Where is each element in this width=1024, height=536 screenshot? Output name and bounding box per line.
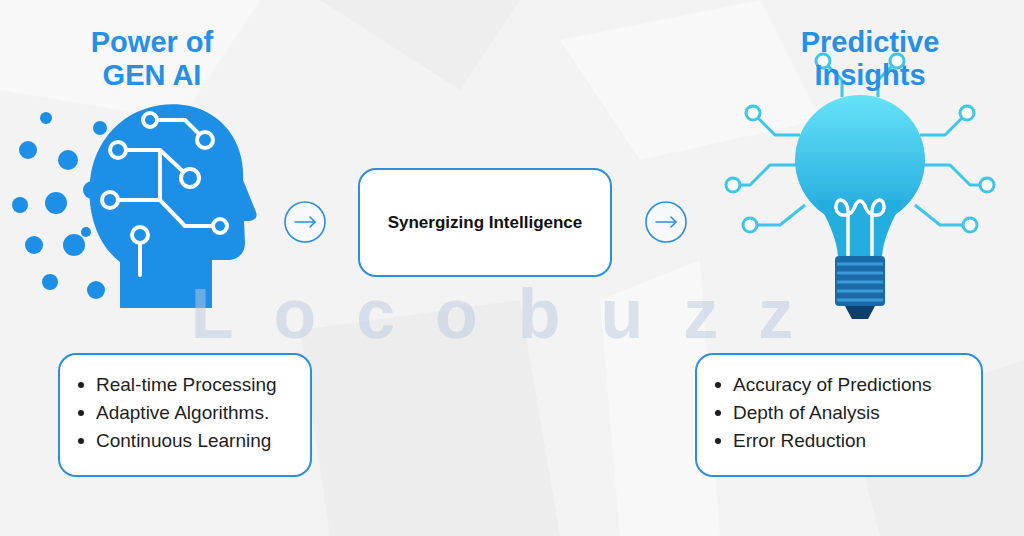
flow-arrow-icon: [646, 202, 686, 242]
feature-box: Real-time ProcessingAdaptive Algorithms.…: [58, 353, 312, 477]
bullet-item: Continuous Learning: [74, 427, 292, 455]
bullet-item: Error Reduction: [711, 427, 963, 455]
bullet-item: Real-time Processing: [74, 371, 292, 399]
bullet-item: Depth of Analysis: [711, 399, 963, 427]
flow-arrow-icon: [285, 202, 325, 242]
column-heading: Predictive Insights: [770, 26, 970, 92]
column-heading: Power of GEN AI: [62, 26, 242, 92]
box-title: Synergizing Intelligence: [388, 212, 583, 234]
feature-box: Accuracy of PredictionsDepth of Analysis…: [695, 353, 983, 477]
watermark: Locobuzz: [0, 276, 1024, 352]
bullet-item: Accuracy of Predictions: [711, 371, 963, 399]
bullet-item: Adaptive Algorithms.: [74, 399, 292, 427]
process-box: Synergizing Intelligence: [358, 168, 612, 277]
